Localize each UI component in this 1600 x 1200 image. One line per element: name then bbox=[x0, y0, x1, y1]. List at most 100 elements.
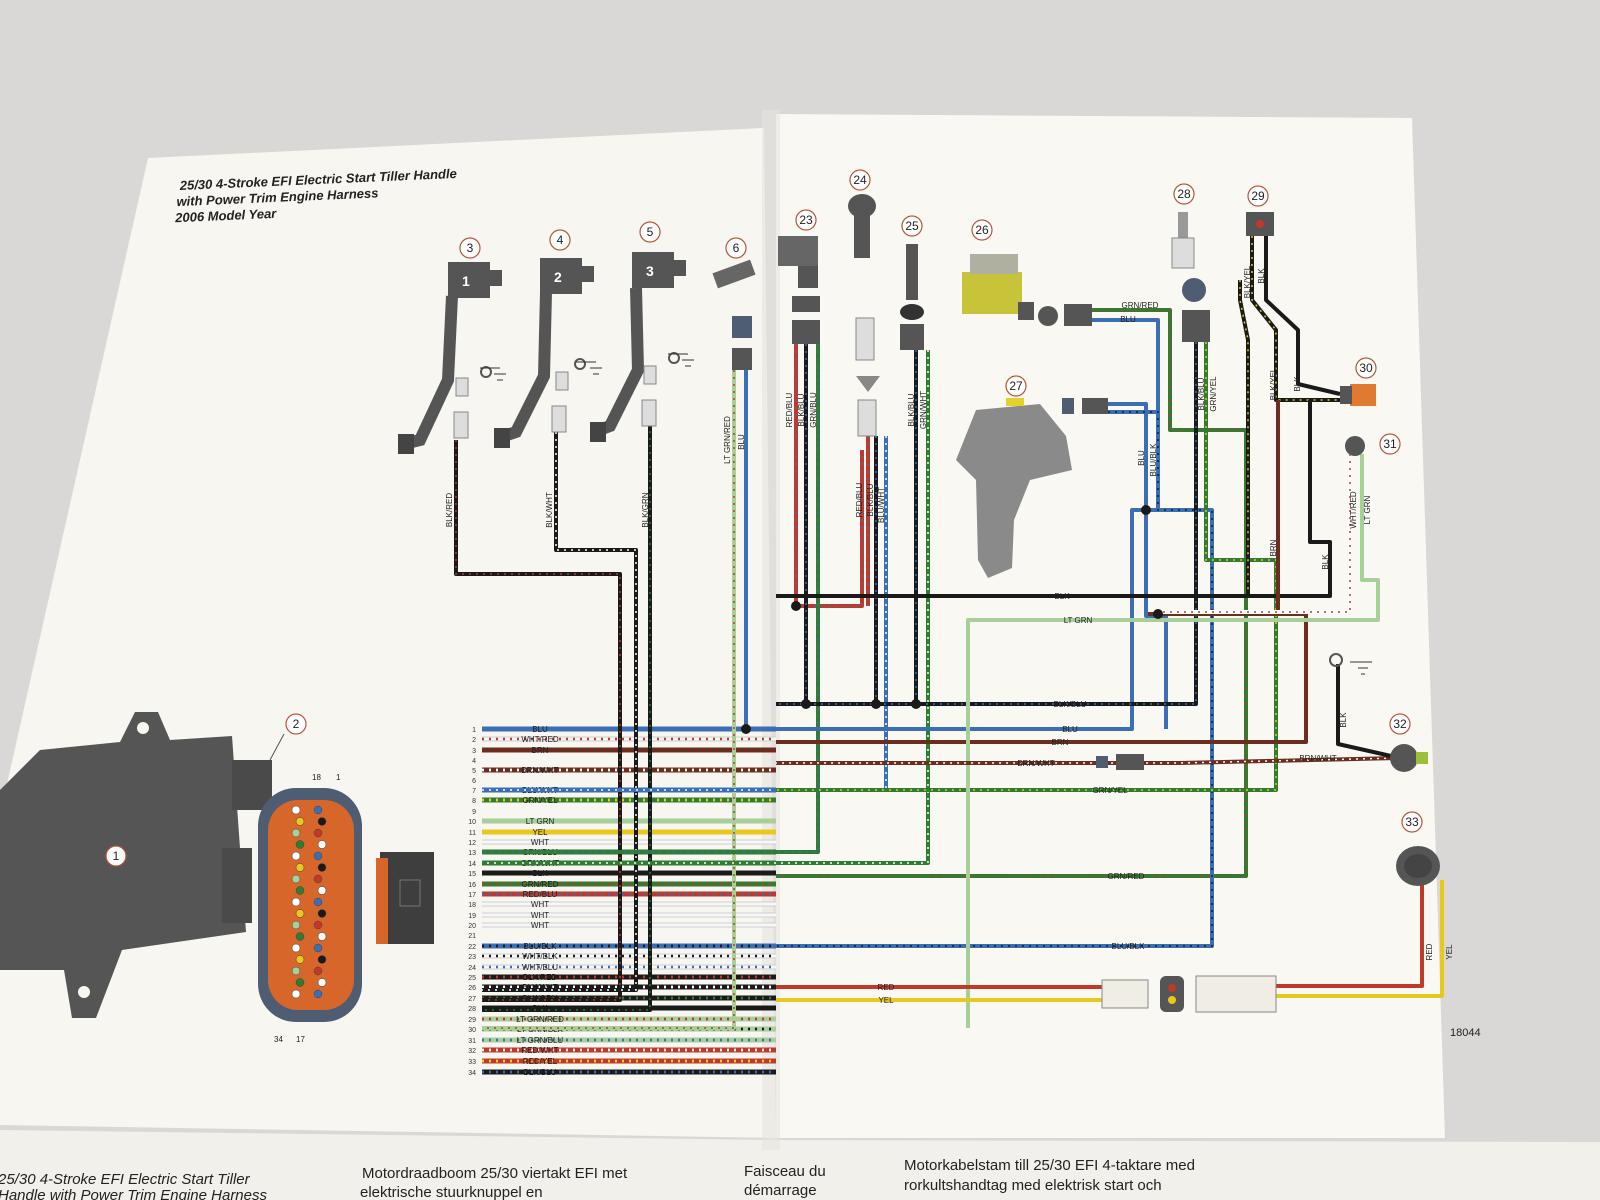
ecm-module bbox=[0, 712, 272, 1018]
wire-label-c24_a: RED/BLU bbox=[855, 482, 864, 517]
svg-text:BLK: BLK bbox=[1321, 554, 1330, 570]
c27-wire-b bbox=[776, 410, 1214, 948]
splice-dot bbox=[871, 699, 881, 709]
pin-number: 13 bbox=[468, 850, 476, 857]
connector-pin-dot bbox=[317, 863, 327, 872]
connector-pin-dot bbox=[291, 966, 301, 976]
svg-text:GRN/YEL: GRN/YEL bbox=[1092, 786, 1128, 795]
svg-text:3: 3 bbox=[467, 241, 474, 255]
svg-text:YEL: YEL bbox=[1445, 944, 1454, 960]
wire-label-c28_a: BLK/BLU bbox=[1197, 377, 1206, 410]
pin-number: 15 bbox=[468, 871, 476, 878]
pin-wire-label: BRN bbox=[532, 746, 549, 755]
svg-text:LT GRN: LT GRN bbox=[1363, 495, 1372, 524]
callout-31: 31 bbox=[1379, 433, 1401, 455]
svg-text:BLK: BLK bbox=[1293, 376, 1302, 392]
pin-wire-label: WHT/BLU bbox=[522, 963, 558, 972]
splice-dot bbox=[1141, 505, 1151, 515]
pin-number: 10 bbox=[468, 819, 476, 826]
wire-label-c23_b: BLK/BLU bbox=[797, 393, 806, 426]
pin-number: 23 bbox=[468, 954, 476, 961]
pin-number: 25 bbox=[468, 975, 476, 982]
svg-text:BLK/BLU: BLK/BLU bbox=[797, 393, 806, 426]
svg-text:4: 4 bbox=[557, 233, 564, 247]
c23-wire-c bbox=[482, 344, 820, 854]
connector-pin-dot bbox=[291, 943, 301, 953]
connector-pin-dot bbox=[313, 966, 323, 976]
fuel-injector bbox=[712, 259, 756, 370]
sensor-23 bbox=[778, 236, 820, 344]
harness-routing-wires bbox=[454, 236, 1444, 1030]
wire-label-c26_b: BLU bbox=[1120, 315, 1136, 324]
svg-text:BLK/BLU: BLK/BLU bbox=[907, 393, 916, 426]
pin-wire-label: WHT/RED bbox=[521, 735, 559, 744]
connector-pin-dot bbox=[317, 817, 327, 826]
pin-number: 17 bbox=[468, 892, 476, 899]
connector-pin-dot bbox=[295, 932, 305, 941]
wire-label-c23_c: GRN/BLU bbox=[809, 392, 818, 428]
connector-pin-dot bbox=[317, 932, 327, 941]
c29-wire-b bbox=[1264, 236, 1341, 396]
pin-wire-label: BLK/RED bbox=[523, 973, 557, 982]
connector-pin-dot bbox=[313, 874, 323, 884]
wire-label-c25_b: GRN/WHT bbox=[919, 391, 928, 429]
connector-pin-dot bbox=[317, 840, 327, 849]
pin-number: 14 bbox=[468, 861, 476, 868]
c29-wire-c bbox=[1238, 280, 1250, 596]
callout-27: 27 bbox=[1005, 375, 1027, 397]
svg-text:RED/BLU: RED/BLU bbox=[785, 392, 794, 427]
pin-wire-label: LT GRN/BLU bbox=[517, 1036, 564, 1045]
pin-number: 21 bbox=[468, 933, 476, 940]
callout-5: 5 bbox=[639, 221, 661, 243]
wire-label-bus_grnyel: GRN/YEL bbox=[1092, 786, 1128, 795]
pin-wire-label: BLU bbox=[532, 725, 548, 734]
pin-wire-label: WHT bbox=[531, 838, 549, 847]
wire-label-c24_c: BLU/WHT bbox=[877, 487, 886, 523]
connector-30 bbox=[1340, 384, 1376, 406]
svg-text:6: 6 bbox=[733, 241, 740, 255]
connector-pin-dot bbox=[317, 909, 327, 918]
callout-4: 4 bbox=[549, 229, 571, 251]
pin-number: 20 bbox=[468, 923, 476, 930]
wire-label-c27_b: BLU/BLK bbox=[1149, 443, 1158, 477]
pin-wire-label: WHT/BLK bbox=[522, 952, 558, 961]
connector-pin-dot bbox=[295, 978, 305, 987]
pin-label-1: 1 bbox=[336, 773, 341, 782]
splice-dot bbox=[801, 699, 811, 709]
inline-connector-red-yel bbox=[1101, 975, 1277, 1013]
svg-text:25: 25 bbox=[905, 219, 919, 233]
wire-label-bus_grnred: GRN/RED bbox=[1108, 872, 1145, 881]
svg-text:BLU: BLU bbox=[737, 434, 746, 450]
svg-text:1: 1 bbox=[113, 849, 120, 863]
sensor-32 bbox=[1390, 744, 1428, 772]
pin-number: 2 bbox=[472, 737, 476, 744]
caption-en-2: Handle with Power Trim Engine Harness bbox=[0, 1187, 267, 1200]
svg-text:GRN/YEL: GRN/YEL bbox=[1209, 376, 1218, 412]
pin-number: 26 bbox=[468, 985, 476, 992]
connector-pin-dot bbox=[291, 851, 301, 861]
c33-red-wire bbox=[1276, 880, 1424, 988]
svg-text:BLU/WHT: BLU/WHT bbox=[877, 487, 886, 523]
pin-label-34: 34 bbox=[274, 1035, 283, 1044]
svg-text:BLK/YEL: BLK/YEL bbox=[1269, 367, 1278, 400]
connector-pin-dot bbox=[291, 989, 301, 999]
svg-text:RED: RED bbox=[1425, 943, 1434, 960]
svg-text:YEL: YEL bbox=[878, 996, 894, 1005]
pin-number: 11 bbox=[469, 830, 476, 837]
pin-wire-label: YEL bbox=[532, 828, 548, 837]
pin-number: 6 bbox=[472, 778, 476, 785]
wire-label-bus_brn: BRN bbox=[1052, 738, 1069, 747]
wire-label-coil2: BLK/WHT bbox=[545, 492, 554, 528]
connector-pin-dot bbox=[291, 828, 301, 838]
wire-label-c26_a: GRN/RED bbox=[1122, 301, 1159, 310]
svg-text:31: 31 bbox=[1383, 437, 1397, 451]
wire-label-inj_a: LT GRN/RED bbox=[723, 416, 732, 464]
pin-number: 4 bbox=[472, 758, 476, 765]
connector-pin-dot bbox=[317, 886, 327, 895]
caption-nl-2: elektrische stuurknuppel en bbox=[360, 1184, 543, 1200]
connector-pin-dot bbox=[313, 920, 323, 930]
coil2-wire bbox=[482, 432, 638, 992]
wire-label-c29_c: BLK/YEL bbox=[1269, 367, 1278, 400]
